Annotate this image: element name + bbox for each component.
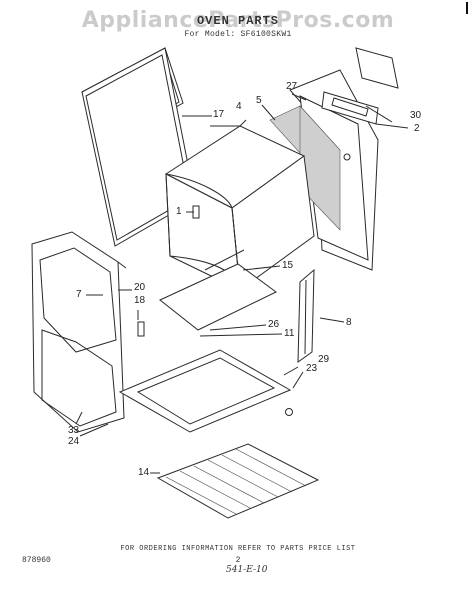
corner-mark [466,2,468,14]
callout-5: 5 [256,95,262,106]
rear-bracket-slot [331,97,369,117]
callout-15: 15 [282,260,294,271]
callout-29: 29 [318,354,330,365]
rear-panel-hole [343,153,351,161]
broiler-pan-lip [204,249,245,271]
rear-bracket [355,47,399,89]
doc-id: 878960 [22,556,51,565]
callout-24: 26 [268,319,280,330]
bottom-tray-inner [136,357,276,425]
diagram-title: OVEN PARTS [196,14,279,28]
callout-27: 27 [286,81,298,92]
cavity-edge [239,119,247,127]
callout-26: 24 [68,436,80,447]
callout-30: 30 [410,110,422,121]
callout-8: 8 [346,317,352,328]
callout-20: 20 [134,282,146,293]
callout-23: 23 [306,363,318,374]
ordering-note: FOR ORDERING INFORMATION REFER TO PARTS … [120,545,356,553]
handwritten-note: 541-E-10 [226,565,268,575]
callout-1: 1 [176,206,182,217]
callout-4: 4 [236,101,242,112]
page-number: 2 [235,556,241,565]
front-frame-lower-panel [41,329,117,427]
callout-18: 18 [134,295,146,306]
callout-33: 33 [68,425,80,436]
callout-2: 2 [414,123,420,134]
callout-7: 7 [76,289,82,300]
leader-lines [75,93,409,474]
watermark: AppliancePartsPros.com [81,8,395,33]
model-line: For Model: SF6100SKW1 [184,30,292,39]
oven-rack [156,443,320,519]
hinge-clip [137,321,145,337]
callout-11: 11 [284,328,295,339]
callout-14: 14 [138,467,150,478]
oven-rack-grid [165,448,307,515]
bottom-tray [118,349,292,433]
callout-17: 17 [213,109,225,120]
broiler-pan [159,263,277,331]
front-frame-window [39,247,117,353]
tray-screw [285,408,293,416]
side-strip-line [304,279,307,355]
frame-edge [117,261,127,269]
